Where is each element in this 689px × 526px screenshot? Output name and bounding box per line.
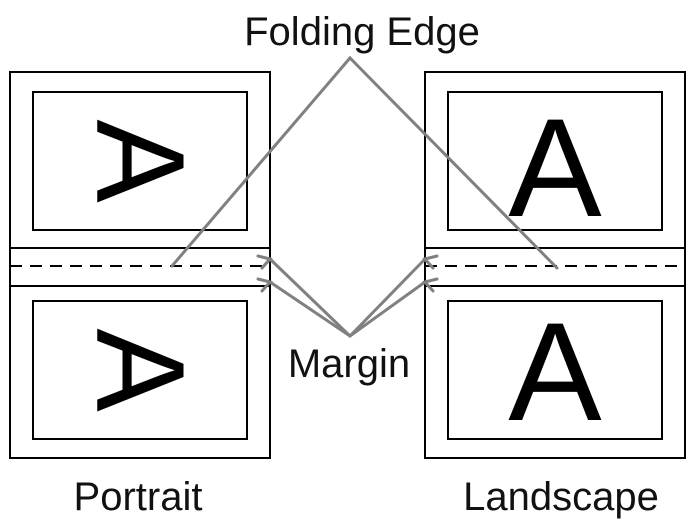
landscape-top-page [447,91,663,231]
portrait-sheet [9,71,271,459]
portrait-top-letter: A [71,119,210,203]
landscape-bottom-page [447,300,663,440]
folding-edge-label: Folding Edge [244,10,480,54]
landscape-label: Landscape [463,475,659,519]
margin-leader-landscape-upper [348,257,427,338]
landscape-top-letter: A [508,89,602,246]
portrait-label: Portrait [74,475,203,519]
margin-label: Margin [288,342,410,386]
portrait-bottom-letter: A [71,328,210,412]
margin-arrowhead-portrait-lower [256,277,273,293]
margin-arrowhead-portrait-upper [256,254,273,270]
margin-leader-portrait-lower [268,280,352,338]
landscape-bottom-letter: A [508,293,602,450]
margin-arrowhead-landscape-lower [422,277,439,293]
margin-arrowhead-landscape-upper [422,254,439,270]
margin-leader-landscape-lower [348,280,427,338]
folding-edge-leader-line [170,55,559,270]
folding-edge-leaders [170,55,559,270]
portrait-bottom-page [32,300,248,440]
margin-leaders [256,254,439,338]
margin-leader-portrait-upper [268,257,352,338]
portrait-top-page [32,91,248,231]
